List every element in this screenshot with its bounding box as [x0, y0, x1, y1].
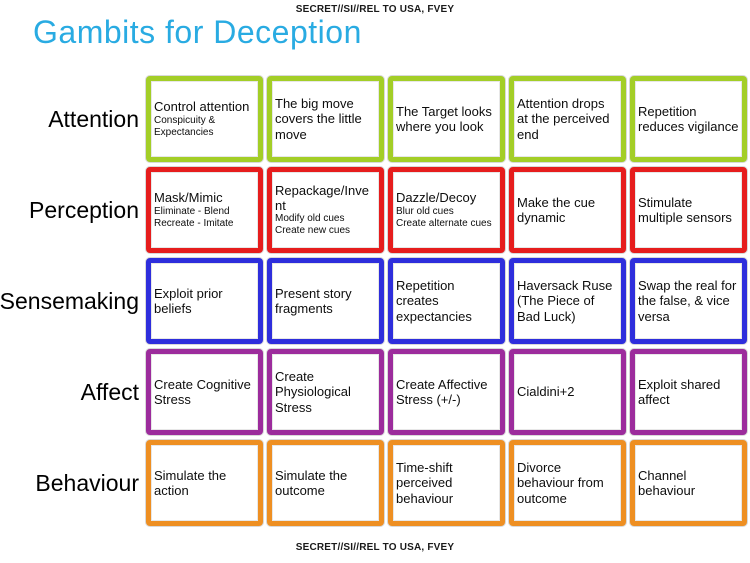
matrix-cell-sensemaking-2: Present story fragments: [267, 258, 384, 344]
matrix-cell-behaviour-2: Simulate the outcome: [267, 440, 384, 526]
cell-main-text: Create Affective Stress (+/-): [396, 376, 488, 407]
matrix-cell-affect-5: Exploit shared affect: [630, 349, 747, 435]
matrix-cell-affect-3: Create Affective Stress (+/-): [388, 349, 505, 435]
matrix-cell-perception-1: Mask/Mimic Eliminate - Blend Recreate - …: [146, 167, 263, 253]
cell-main-text: The Target looks where you look: [396, 103, 492, 134]
cell-main-text: Make the cue dynamic: [517, 194, 596, 225]
matrix-cell-sensemaking-4: Haversack Ruse (The Piece of Bad Luck): [509, 258, 626, 344]
classification-banner-bottom: SECRET//SI//REL TO USA, FVEY: [295, 542, 455, 553]
deception-matrix: Attention Control attention Conspicuity …: [0, 76, 747, 526]
cell-main-text: Swap the real for the false, & vice vers…: [638, 278, 737, 324]
cell-main-text: Attention drops at the perceived end: [517, 96, 610, 142]
cell-main-text: Create Physiological Stress: [275, 369, 351, 415]
cell-main-text: Mask/Mimic: [154, 190, 223, 206]
matrix-cell-sensemaking-1: Exploit prior beliefs: [146, 258, 263, 344]
matrix-cell-sensemaking-5: Swap the real for the false, & vice vers…: [630, 258, 747, 344]
cell-main-text: Haversack Ruse (The Piece of Bad Luck): [517, 278, 613, 324]
cell-main-text: Repetition creates expectancies: [396, 278, 472, 324]
cell-main-text: Stimulate multiple sensors: [638, 194, 732, 225]
cell-main-text: Present story fragments: [275, 285, 352, 316]
cell-main-text: Channel behaviour: [638, 467, 696, 498]
matrix-cell-behaviour-5: Channel behaviour: [630, 440, 747, 526]
cell-sub-text: Modify old cues Create new cues: [275, 213, 351, 237]
cell-main-text: Exploit prior beliefs: [154, 285, 223, 316]
matrix-cell-sensemaking-3: Repetition creates expectancies: [388, 258, 505, 344]
row-label-perception: Perception: [29, 196, 139, 223]
matrix-cell-affect-2: Create Physiological Stress: [267, 349, 384, 435]
matrix-cell-attention-5: Repetition reduces vigilance: [630, 76, 747, 162]
row-label-attention: Attention: [48, 105, 139, 132]
row-label-sensemaking: Sensemaking: [0, 287, 139, 314]
matrix-cell-perception-3: Dazzle/Decoy Blur old cues Create altern…: [388, 167, 505, 253]
cell-main-text: Repackage/Invent: [275, 182, 369, 213]
matrix-cell-attention-2: The big move covers the little move: [267, 76, 384, 162]
cell-main-text: The big move covers the little move: [275, 96, 362, 142]
matrix-cell-behaviour-4: Divorce behaviour from outcome: [509, 440, 626, 526]
cell-sub-text: Eliminate - Blend Recreate - Imitate: [154, 205, 234, 229]
matrix-cell-attention-4: Attention drops at the perceived end: [509, 76, 626, 162]
cell-sub-text: Blur old cues Create alternate cues: [396, 205, 492, 229]
matrix-cell-perception-2: Repackage/Invent Modify old cues Create …: [267, 167, 384, 253]
cell-main-text: Simulate the action: [154, 467, 227, 498]
cell-main-text: Time-shift perceived behaviour: [396, 460, 454, 506]
matrix-cell-behaviour-1: Simulate the action: [146, 440, 263, 526]
cell-main-text: Cialdini+2: [517, 384, 575, 400]
cell-main-text: Divorce behaviour from outcome: [517, 460, 604, 506]
matrix-cell-attention-3: The Target looks where you look: [388, 76, 505, 162]
cell-main-text: Create Cognitive Stress: [154, 376, 251, 407]
cell-main-text: Repetition reduces vigilance: [638, 103, 739, 134]
cell-main-text: Dazzle/Decoy: [396, 190, 477, 206]
matrix-cell-attention-1: Control attention Conspicuity & Expectan…: [146, 76, 263, 162]
cell-sub-text: Conspicuity & Expectancies: [154, 114, 216, 138]
matrix-cell-perception-4: Make the cue dynamic: [509, 167, 626, 253]
matrix-cell-affect-4: Cialdini+2: [509, 349, 626, 435]
row-label-behaviour: Behaviour: [35, 469, 139, 496]
matrix-cell-perception-5: Stimulate multiple sensors: [630, 167, 747, 253]
cell-main-text: Exploit shared affect: [638, 376, 721, 407]
row-label-affect: Affect: [80, 378, 139, 405]
matrix-cell-behaviour-3: Time-shift perceived behaviour: [388, 440, 505, 526]
cell-main-text: Control attention: [154, 99, 250, 115]
classification-banner-top: SECRET//SI//REL TO USA, FVEY: [295, 4, 455, 15]
cell-main-text: Simulate the outcome: [275, 467, 348, 498]
matrix-cell-affect-1: Create Cognitive Stress: [146, 349, 263, 435]
page-title: Gambits for Deception: [33, 14, 362, 50]
